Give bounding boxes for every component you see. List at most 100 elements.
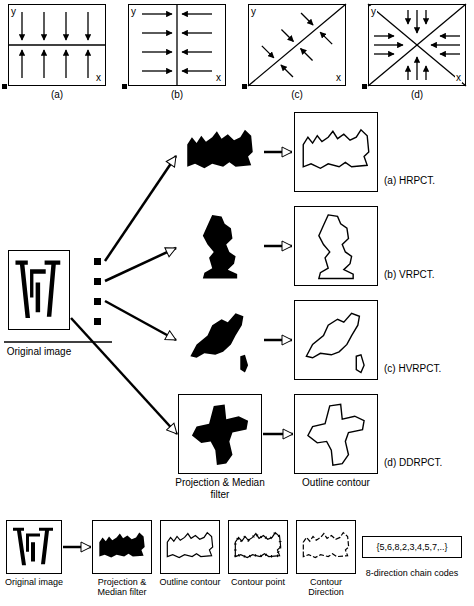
direction-arrow — [43, 12, 44, 40]
process-arrow — [263, 433, 293, 436]
axis-label-y: y — [370, 6, 377, 17]
direction-arrow — [425, 10, 426, 24]
chain-code-box: {5,6,8,2,3,4,5,7,..}8-direction chain co… — [362, 536, 462, 558]
axis-label-x: x — [455, 72, 462, 83]
projection-arrow — [105, 152, 292, 340]
axis-label-x: x — [95, 72, 102, 83]
contour-direction — [303, 533, 348, 558]
direction-arrows — [8, 4, 466, 86]
direction-arrow — [301, 13, 313, 25]
caption: (c) — [240, 89, 354, 101]
image-frame: Outline contour — [160, 520, 220, 574]
contour-frame: (a) HRPCT. — [294, 112, 378, 192]
original-image — [13, 528, 53, 565]
direction-arrow — [142, 32, 172, 33]
center-line — [248, 4, 346, 86]
caption: Outline contour — [286, 477, 386, 489]
direction-arrow — [262, 46, 274, 58]
caption: Contour point — [225, 577, 291, 587]
process-arrow — [63, 546, 91, 549]
image-frame: Original image — [8, 250, 70, 330]
caption: Projection & Median filter — [170, 477, 270, 501]
direction-arrow — [416, 10, 417, 33]
axis-label-x: x — [335, 72, 342, 83]
caption: Outline contour — [157, 577, 223, 587]
row-label: (b) VRPCT. — [384, 269, 435, 281]
row-label: (d) DDRPCT. — [384, 457, 442, 469]
process-arrow — [71, 318, 177, 434]
direction-arrow — [407, 10, 408, 24]
image-frame: Contour Direction — [296, 520, 356, 574]
image-frame: Original image — [6, 520, 62, 574]
contour-points — [235, 533, 280, 558]
projection-square — [94, 258, 101, 325]
direction-arrow — [182, 32, 212, 33]
contour-frame: (b) VRPCT. — [294, 206, 378, 286]
direction-arrow — [281, 29, 293, 41]
caption: Contour Direction — [293, 577, 359, 597]
caption: Original image — [3, 577, 65, 587]
projected-image — [99, 533, 144, 558]
image-frame: Projection & Median filter — [92, 520, 152, 574]
direction-panel: (a) — [8, 4, 106, 86]
direction-arrow — [320, 32, 332, 44]
outline-contour — [167, 533, 212, 558]
direction-arrow — [65, 50, 66, 78]
original-image — [15, 260, 60, 318]
direction-arrow — [425, 66, 426, 80]
projected-image — [187, 130, 253, 465]
direction-arrow — [182, 70, 212, 71]
direction-arrow — [142, 70, 172, 71]
direction-arrow — [440, 53, 460, 54]
direction-arrow — [281, 65, 293, 77]
direction-arrow — [440, 35, 460, 36]
direction-arrow — [142, 13, 172, 14]
direction-arrow — [407, 66, 408, 80]
image-frame: Contour point — [228, 520, 288, 574]
direction-arrow — [374, 44, 403, 45]
center-line — [8, 44, 106, 45]
underline — [4, 341, 112, 343]
caption: (d) — [360, 89, 474, 101]
contour-frame: (c) HVRPCT. — [294, 300, 378, 380]
center-line — [368, 4, 466, 86]
caption: Original image — [0, 346, 78, 358]
contour-frame: Outline contour(d) DDRPCT. — [294, 394, 378, 474]
outline-contour — [303, 130, 369, 465]
caption: Projection & Median filter — [89, 577, 155, 597]
direction-arrow — [374, 53, 394, 54]
axis-label-y: y — [250, 6, 257, 17]
axis-label-y: y — [10, 6, 17, 17]
direction-arrow — [65, 12, 66, 40]
axis-label-y: y — [130, 6, 137, 17]
direction-panel: (b) — [128, 4, 226, 86]
contour-points — [235, 533, 280, 558]
direction-arrow — [21, 12, 22, 40]
row-label: (a) HRPCT. — [384, 175, 435, 187]
center-line — [368, 4, 466, 86]
direction-arrow — [87, 50, 88, 78]
direction-arrow — [431, 44, 460, 45]
direction-arrow — [301, 49, 313, 61]
direction-panel: (d) — [368, 4, 466, 86]
row-label: (c) HVRPCT. — [384, 363, 441, 375]
direction-arrow — [87, 12, 88, 40]
direction-arrow — [182, 51, 212, 52]
center-line — [176, 4, 177, 86]
direction-arrow — [142, 51, 172, 52]
direction-arrow — [21, 50, 22, 78]
direction-arrow — [43, 50, 44, 78]
direction-arrow — [182, 13, 212, 14]
direction-panel: (c) — [248, 4, 346, 86]
caption: (a) — [0, 89, 114, 101]
axis-label-x: x — [215, 72, 222, 83]
caption: 8-direction chain codes — [359, 568, 465, 578]
chain-code-text: {5,6,8,2,3,4,5,7,..} — [376, 542, 447, 552]
caption: (b) — [120, 89, 234, 101]
direction-arrow — [416, 57, 417, 80]
direction-arrow — [374, 35, 394, 36]
image-frame: Projection & Median filter — [178, 394, 262, 474]
